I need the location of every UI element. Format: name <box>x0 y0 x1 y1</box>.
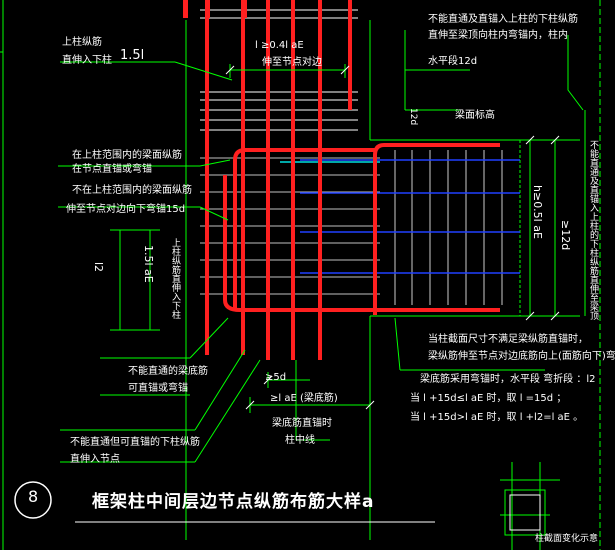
left-note-4: 伸至节点对边向下弯锚15d <box>66 204 186 215</box>
dimension-ticks <box>225 65 560 410</box>
stirrups-joint <box>200 157 380 295</box>
beam-top-label: 梁面标高 <box>455 110 495 121</box>
beam-bottom-bar <box>223 175 500 312</box>
top-bar-length: 1.5l <box>120 48 145 63</box>
right-vert-label-2: ≥12d <box>559 220 572 251</box>
anchor-top-label: l ≥0.4l aE <box>255 40 304 51</box>
note-r-4: 当 l +15d≤l aE 时，取 l =15d ； <box>410 393 567 404</box>
col-center-1: 梁底筋直锚时 <box>272 418 332 429</box>
detail-number: 8 <box>28 487 39 506</box>
lower-left-2: 可直锚或弯锚 <box>128 383 188 394</box>
note-r-1: 当柱截面尺寸不满足梁纵筋直锚时， <box>428 334 588 345</box>
left-note-2: 在节点直锚或弯锚 <box>72 164 152 175</box>
drawing-title: 框架柱中间层边节点纵筋布筋大样a <box>92 492 375 512</box>
lower-left-4: 直伸入节点 <box>70 454 120 465</box>
left-note-1: 在上柱范围内的梁面纵筋 <box>72 150 182 161</box>
leader-lines <box>58 30 586 463</box>
note-r-2: 梁纵筋伸至节点对边底筋向上(面筋向下)弯折。 <box>428 351 615 362</box>
section-caption: 柱截面变化示意 <box>535 534 599 544</box>
bottom-anchor-label: ≥l aE (梁底筋) <box>270 393 338 404</box>
beam-top-bar-hooked <box>373 143 500 315</box>
section-sketch <box>500 462 550 550</box>
column-rebar-small <box>183 0 247 18</box>
top-right-break <box>567 35 584 111</box>
anchor-top-label-2: 伸至节点对边 <box>262 57 322 68</box>
beam-outline <box>370 139 521 317</box>
right-vert-label-3: 不能直通及直锚入上柱的下柱纵筋直伸至梁顶 <box>588 140 598 320</box>
note-r-3: 梁底筋采用弯锚时，水平段 弯折段 ：l2 <box>420 374 596 385</box>
beam-longitudinal-bars <box>300 159 520 274</box>
top-bar-label-2: 直伸入下柱 <box>62 55 112 66</box>
twelve-d-label: 12d <box>408 108 418 126</box>
column-rebars <box>205 0 352 360</box>
right-vert-label-1: h≥0.5l aE <box>531 185 544 239</box>
right-note-1: 不能直通及直锚入上柱的下柱纵筋 <box>428 14 578 25</box>
top-bar-label-1: 上柱纵筋 <box>62 37 102 48</box>
stirrups-top <box>200 9 358 131</box>
right-note-3: 水平段12d <box>428 56 478 67</box>
note-r-5: 当 l +15d>l aE 时，取 l +l2=l aE 。 <box>410 412 584 423</box>
l2-label: l2 <box>92 262 105 273</box>
beam-stirrups <box>394 150 503 305</box>
lower-left-1: 不能直通的梁底筋 <box>128 366 208 377</box>
col-center-2: 柱中线 <box>285 435 315 446</box>
lower-left-3: 不能直通但可直锚的下柱纵筋 <box>70 437 200 448</box>
la-label: 1.5l aE <box>142 245 155 283</box>
column-bar-bent <box>233 148 375 310</box>
la-sub-label: 上柱纵筋直伸入下柱 <box>170 238 180 319</box>
column-outline <box>185 20 371 540</box>
left-note-3: 不在上柱范围内的梁面纵筋 <box>72 185 192 196</box>
right-note-2: 直伸至梁顶向柱内弯锚内，柱内 <box>428 30 568 41</box>
detail-number-circle <box>14 481 52 519</box>
five-d-label: ≥5d <box>265 372 287 383</box>
